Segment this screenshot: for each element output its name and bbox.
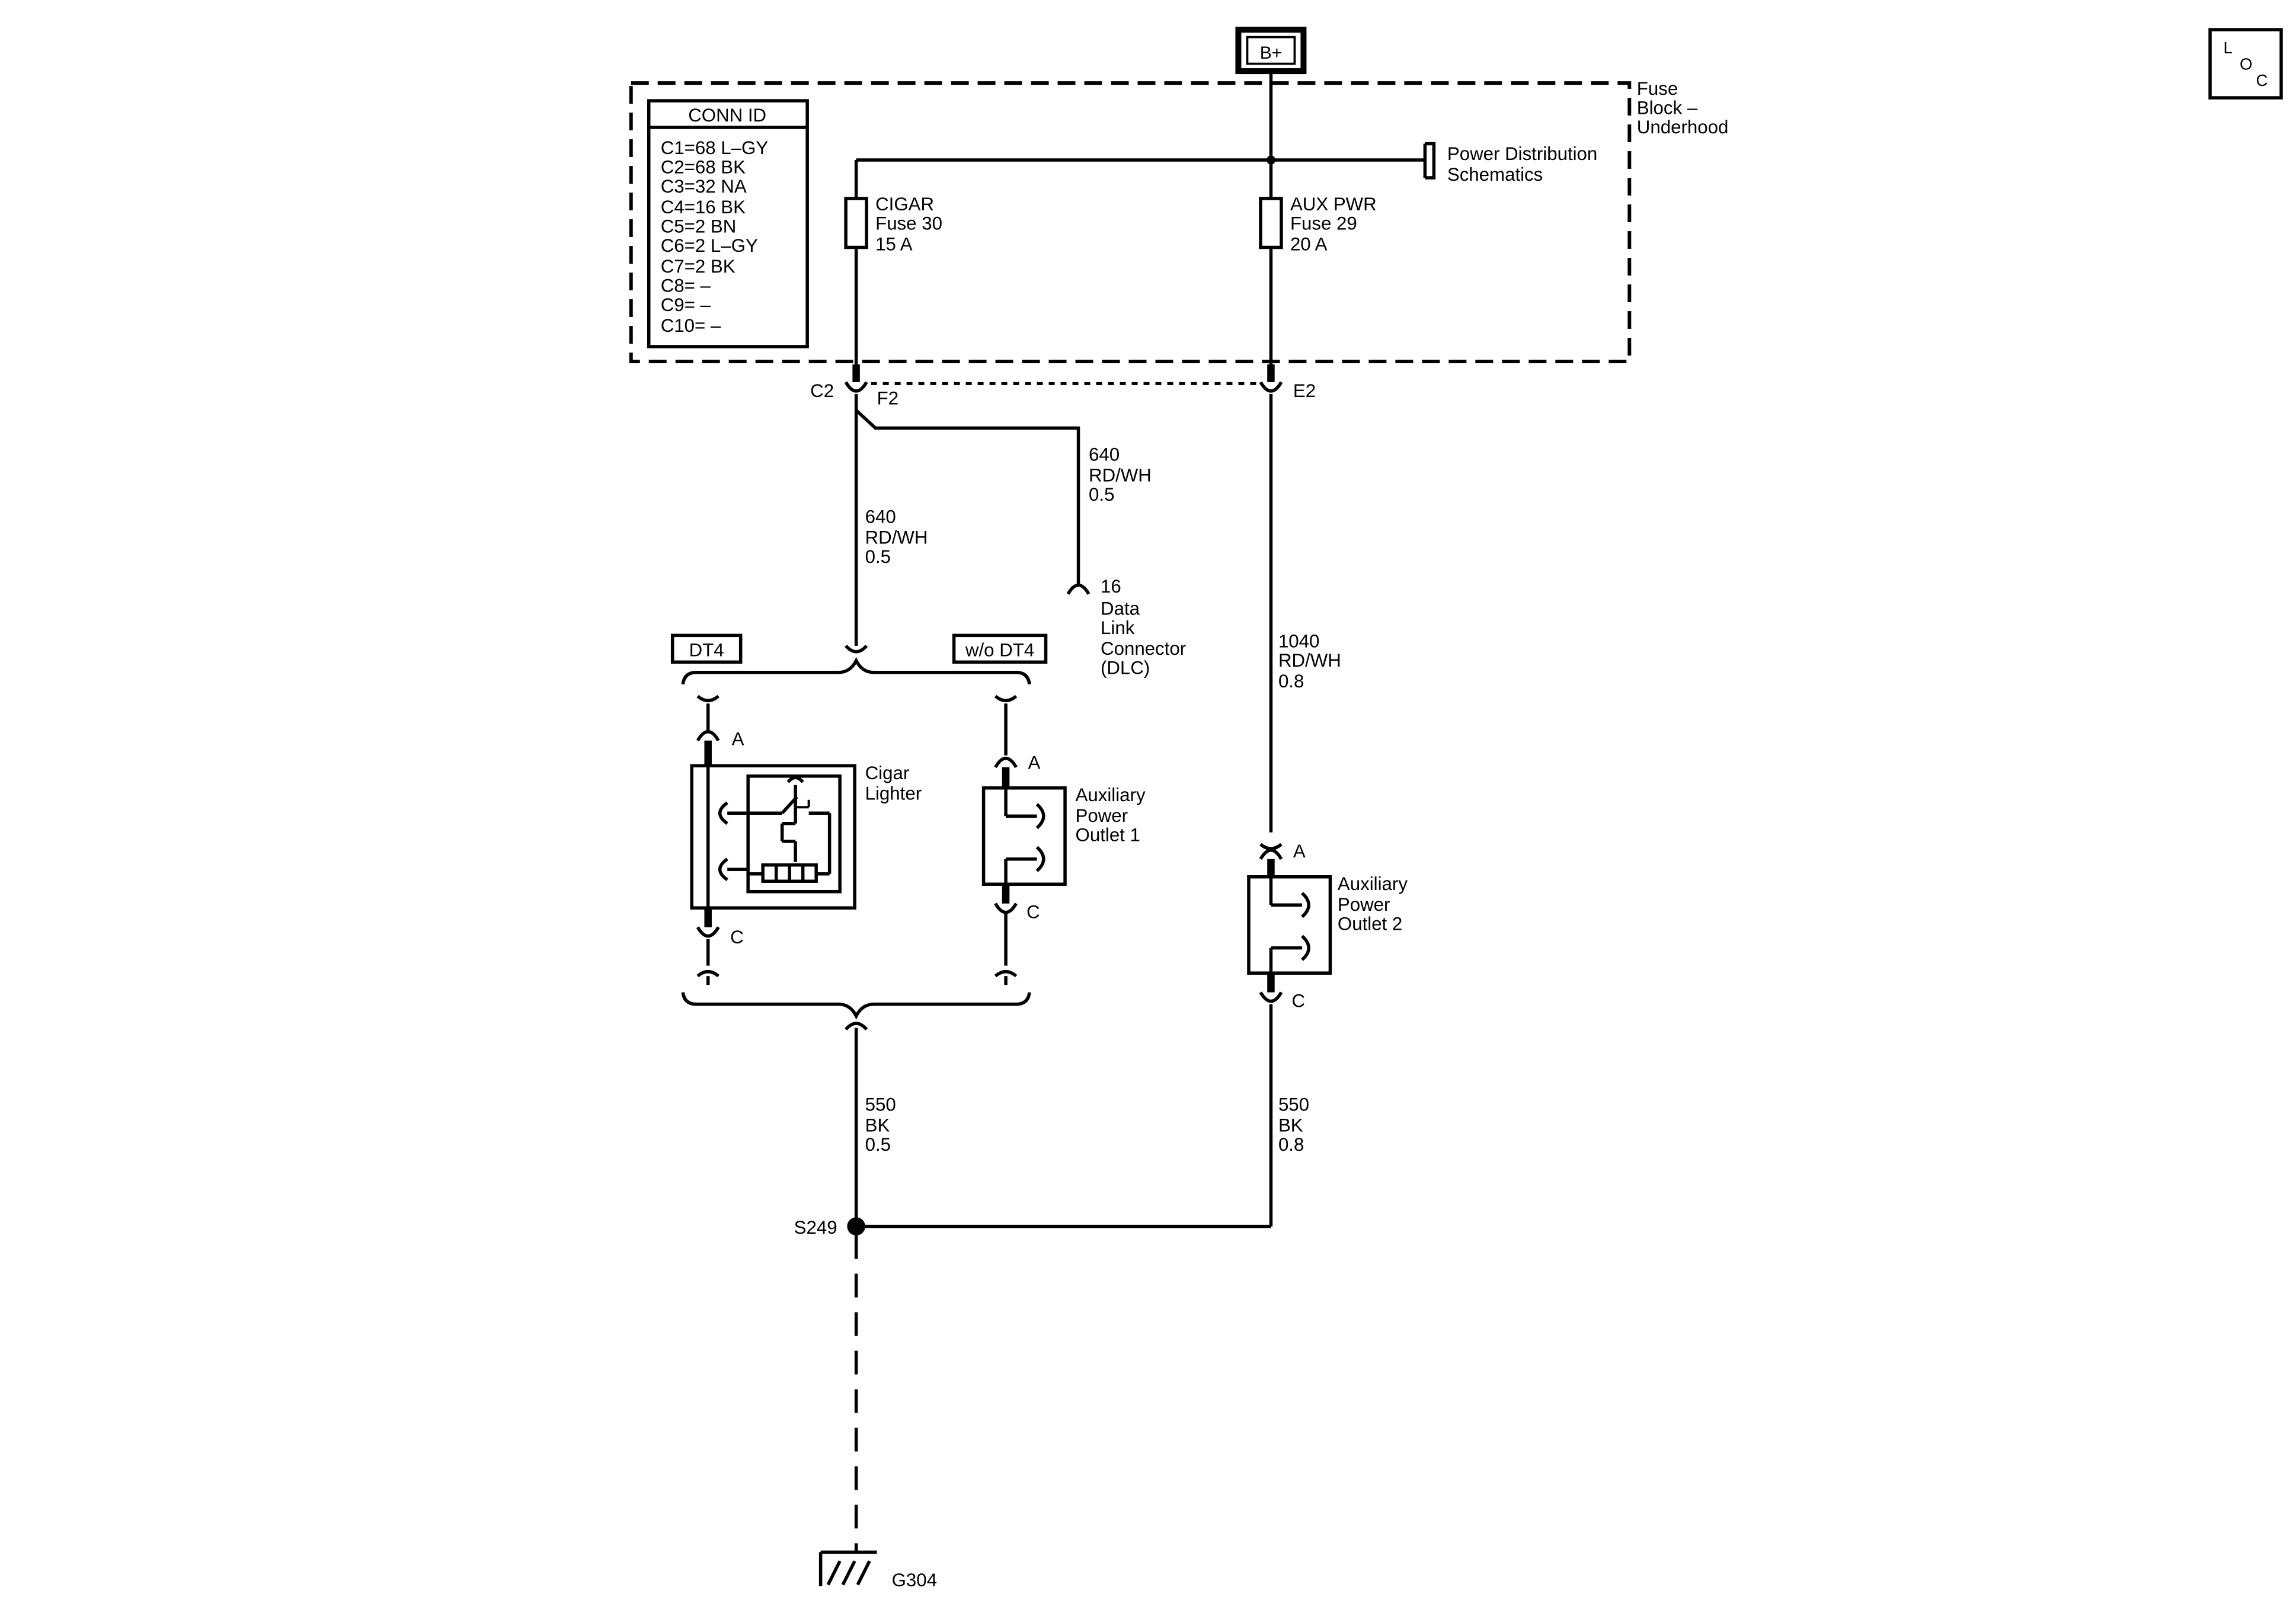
aux-outlet-2-line3: Outlet 2 bbox=[1338, 914, 1402, 934]
option-wo-dt4-label: w/o DT4 bbox=[965, 639, 1034, 660]
conn-id-row: C7=2 BK bbox=[661, 256, 736, 277]
cigar-fuse-number: Fuse 30 bbox=[875, 213, 942, 234]
option-wo-dt4-tag: w/o DT4 bbox=[952, 633, 1048, 664]
aux-outlet-2-label: Auxiliary Power Outlet 2 A C bbox=[1291, 841, 1408, 1011]
dlc-connector: 16 Data Link Connector (DLC) bbox=[1066, 576, 1186, 678]
conn-id-row: C2=68 BK bbox=[661, 157, 746, 178]
dlc-line4: (DLC) bbox=[1101, 657, 1150, 678]
cigar-lighter-line1: Cigar bbox=[865, 763, 910, 783]
aux-outlet-2-pin-c: C bbox=[1291, 991, 1305, 1012]
conn-id-row: C1=68 L–GY bbox=[661, 137, 769, 158]
dlc-pin: 16 bbox=[1101, 576, 1121, 597]
wire-circuit: 550 bbox=[865, 1094, 896, 1115]
conn-id-table: CONN ID C1=68 L–GY C2=68 BK C3=32 NA C4=… bbox=[647, 99, 809, 348]
wire-label-ground-left: 550 BK 0.5 bbox=[865, 1094, 896, 1155]
fuse-block-label: Fuse Block – Underhood bbox=[1637, 78, 1729, 137]
dlc-line3: Connector bbox=[1101, 638, 1186, 659]
aux-power-outlet-1 bbox=[981, 694, 1067, 985]
wire-circuit: 640 bbox=[1089, 444, 1120, 465]
cigar-fuse-name: CIGAR bbox=[875, 194, 934, 215]
option-bracket-bottom bbox=[681, 992, 1031, 1227]
splice-label: S249 bbox=[794, 1217, 837, 1238]
conn-id-row: C5=2 BN bbox=[661, 216, 737, 236]
power-distribution-line2: Schematics bbox=[1447, 164, 1543, 185]
wire-size: 0.8 bbox=[1278, 1134, 1304, 1155]
splice-s249 bbox=[847, 1217, 1271, 1235]
wire-circuit: 640 bbox=[865, 506, 896, 527]
power-bus bbox=[854, 71, 1436, 199]
cigar-feed-wire bbox=[854, 393, 1080, 646]
conn-id-title: CONN ID bbox=[688, 105, 766, 126]
cigar-lighter-label: Cigar Lighter A C bbox=[730, 728, 922, 948]
wire-color: RD/WH bbox=[865, 527, 928, 548]
wire-circuit: 550 bbox=[1278, 1094, 1309, 1115]
fuse-block-boundary bbox=[629, 81, 1632, 363]
conn-id-row: C10= – bbox=[661, 315, 721, 336]
option-dt4-tag: DT4 bbox=[670, 633, 743, 664]
loc-c-letter: C bbox=[2256, 71, 2268, 89]
ground-symbol bbox=[818, 1550, 877, 1586]
fuse-block-line1: Fuse bbox=[1637, 78, 1678, 99]
aux-power-outlet-2 bbox=[1247, 843, 1332, 1227]
aux-fuse-name: AUX PWR bbox=[1290, 194, 1377, 215]
aux-outlet-2-pin-a: A bbox=[1293, 841, 1306, 862]
cigar-fuse-rating: 15 A bbox=[875, 233, 913, 254]
wire-color: RD/WH bbox=[1089, 465, 1152, 485]
option-dt4-label: DT4 bbox=[689, 639, 724, 660]
c2-label: C2 bbox=[810, 380, 834, 401]
wire-color: BK bbox=[865, 1115, 890, 1136]
wire-size: 0.5 bbox=[1089, 484, 1114, 505]
ground-label: G304 bbox=[892, 1570, 937, 1590]
cigar-fuse: CIGAR Fuse 30 15 A bbox=[844, 194, 942, 364]
conn-id-row: C6=2 L–GY bbox=[661, 235, 758, 256]
power-distribution-reference: Power Distribution Schematics bbox=[1447, 143, 1597, 185]
dlc-line2: Link bbox=[1101, 617, 1135, 638]
aux-outlet-1-label: Auxiliary Power Outlet 1 A C bbox=[1027, 752, 1146, 922]
option-bracket-top bbox=[681, 644, 1031, 685]
loc-icon: L O C bbox=[2208, 28, 2283, 100]
aux-outlet-2-line2: Power bbox=[1338, 894, 1390, 915]
fuse-block-line3: Underhood bbox=[1637, 117, 1729, 137]
power-source: B+ bbox=[1235, 27, 1307, 75]
wire-color: RD/WH bbox=[1278, 650, 1341, 671]
wire-size: 0.5 bbox=[865, 1134, 891, 1155]
f2-label: F2 bbox=[877, 388, 898, 408]
fuse-block-line2: Block – bbox=[1637, 98, 1698, 119]
cigar-lighter-pin-a: A bbox=[732, 728, 744, 749]
wire-label-ground-right: 550 BK 0.8 bbox=[1278, 1094, 1309, 1155]
aux-fuse-number: Fuse 29 bbox=[1290, 213, 1357, 234]
connector-c2 bbox=[844, 364, 868, 393]
aux-outlet-1-pin-c: C bbox=[1027, 902, 1040, 923]
wire-label-aux-feed: 1040 RD/WH 0.8 bbox=[1278, 630, 1341, 691]
conn-id-row: C9= – bbox=[661, 295, 711, 315]
aux-pwr-fuse: AUX PWR Fuse 29 20 A bbox=[1259, 194, 1377, 364]
cigar-lighter-pin-c: C bbox=[730, 927, 744, 948]
conn-id-row: C8= – bbox=[661, 275, 711, 296]
dlc-line1: Data bbox=[1101, 598, 1140, 619]
aux-outlet-1-line1: Auxiliary bbox=[1076, 785, 1146, 805]
cigar-lighter bbox=[690, 694, 856, 985]
loc-l-letter: L bbox=[2224, 39, 2233, 57]
conn-id-row: C3=32 NA bbox=[661, 176, 747, 197]
wire-size: 0.8 bbox=[1278, 671, 1304, 692]
wire-label-cigar-feed: 640 RD/WH 0.5 bbox=[865, 506, 928, 566]
wire-label-dlc: 640 RD/WH 0.5 bbox=[1089, 444, 1152, 504]
conn-id-row: C4=16 BK bbox=[661, 197, 746, 217]
e2-label: E2 bbox=[1293, 380, 1316, 401]
power-distribution-line1: Power Distribution bbox=[1447, 143, 1597, 164]
aux-outlet-1-pin-a: A bbox=[1028, 752, 1041, 773]
wire-circuit: 1040 bbox=[1278, 630, 1319, 651]
loc-o-letter: O bbox=[2240, 55, 2252, 73]
cigar-lighter-line2: Lighter bbox=[865, 783, 922, 804]
connector-e2 bbox=[1259, 364, 1283, 833]
aux-fuse-rating: 20 A bbox=[1290, 233, 1328, 254]
aux-outlet-2-line1: Auxiliary bbox=[1338, 873, 1408, 894]
wire-size: 0.5 bbox=[865, 546, 891, 567]
aux-outlet-1-line2: Power bbox=[1076, 805, 1128, 826]
aux-outlet-1-line3: Outlet 1 bbox=[1076, 825, 1140, 846]
b-plus-label: B+ bbox=[1260, 43, 1283, 63]
wire-color: BK bbox=[1278, 1115, 1303, 1136]
